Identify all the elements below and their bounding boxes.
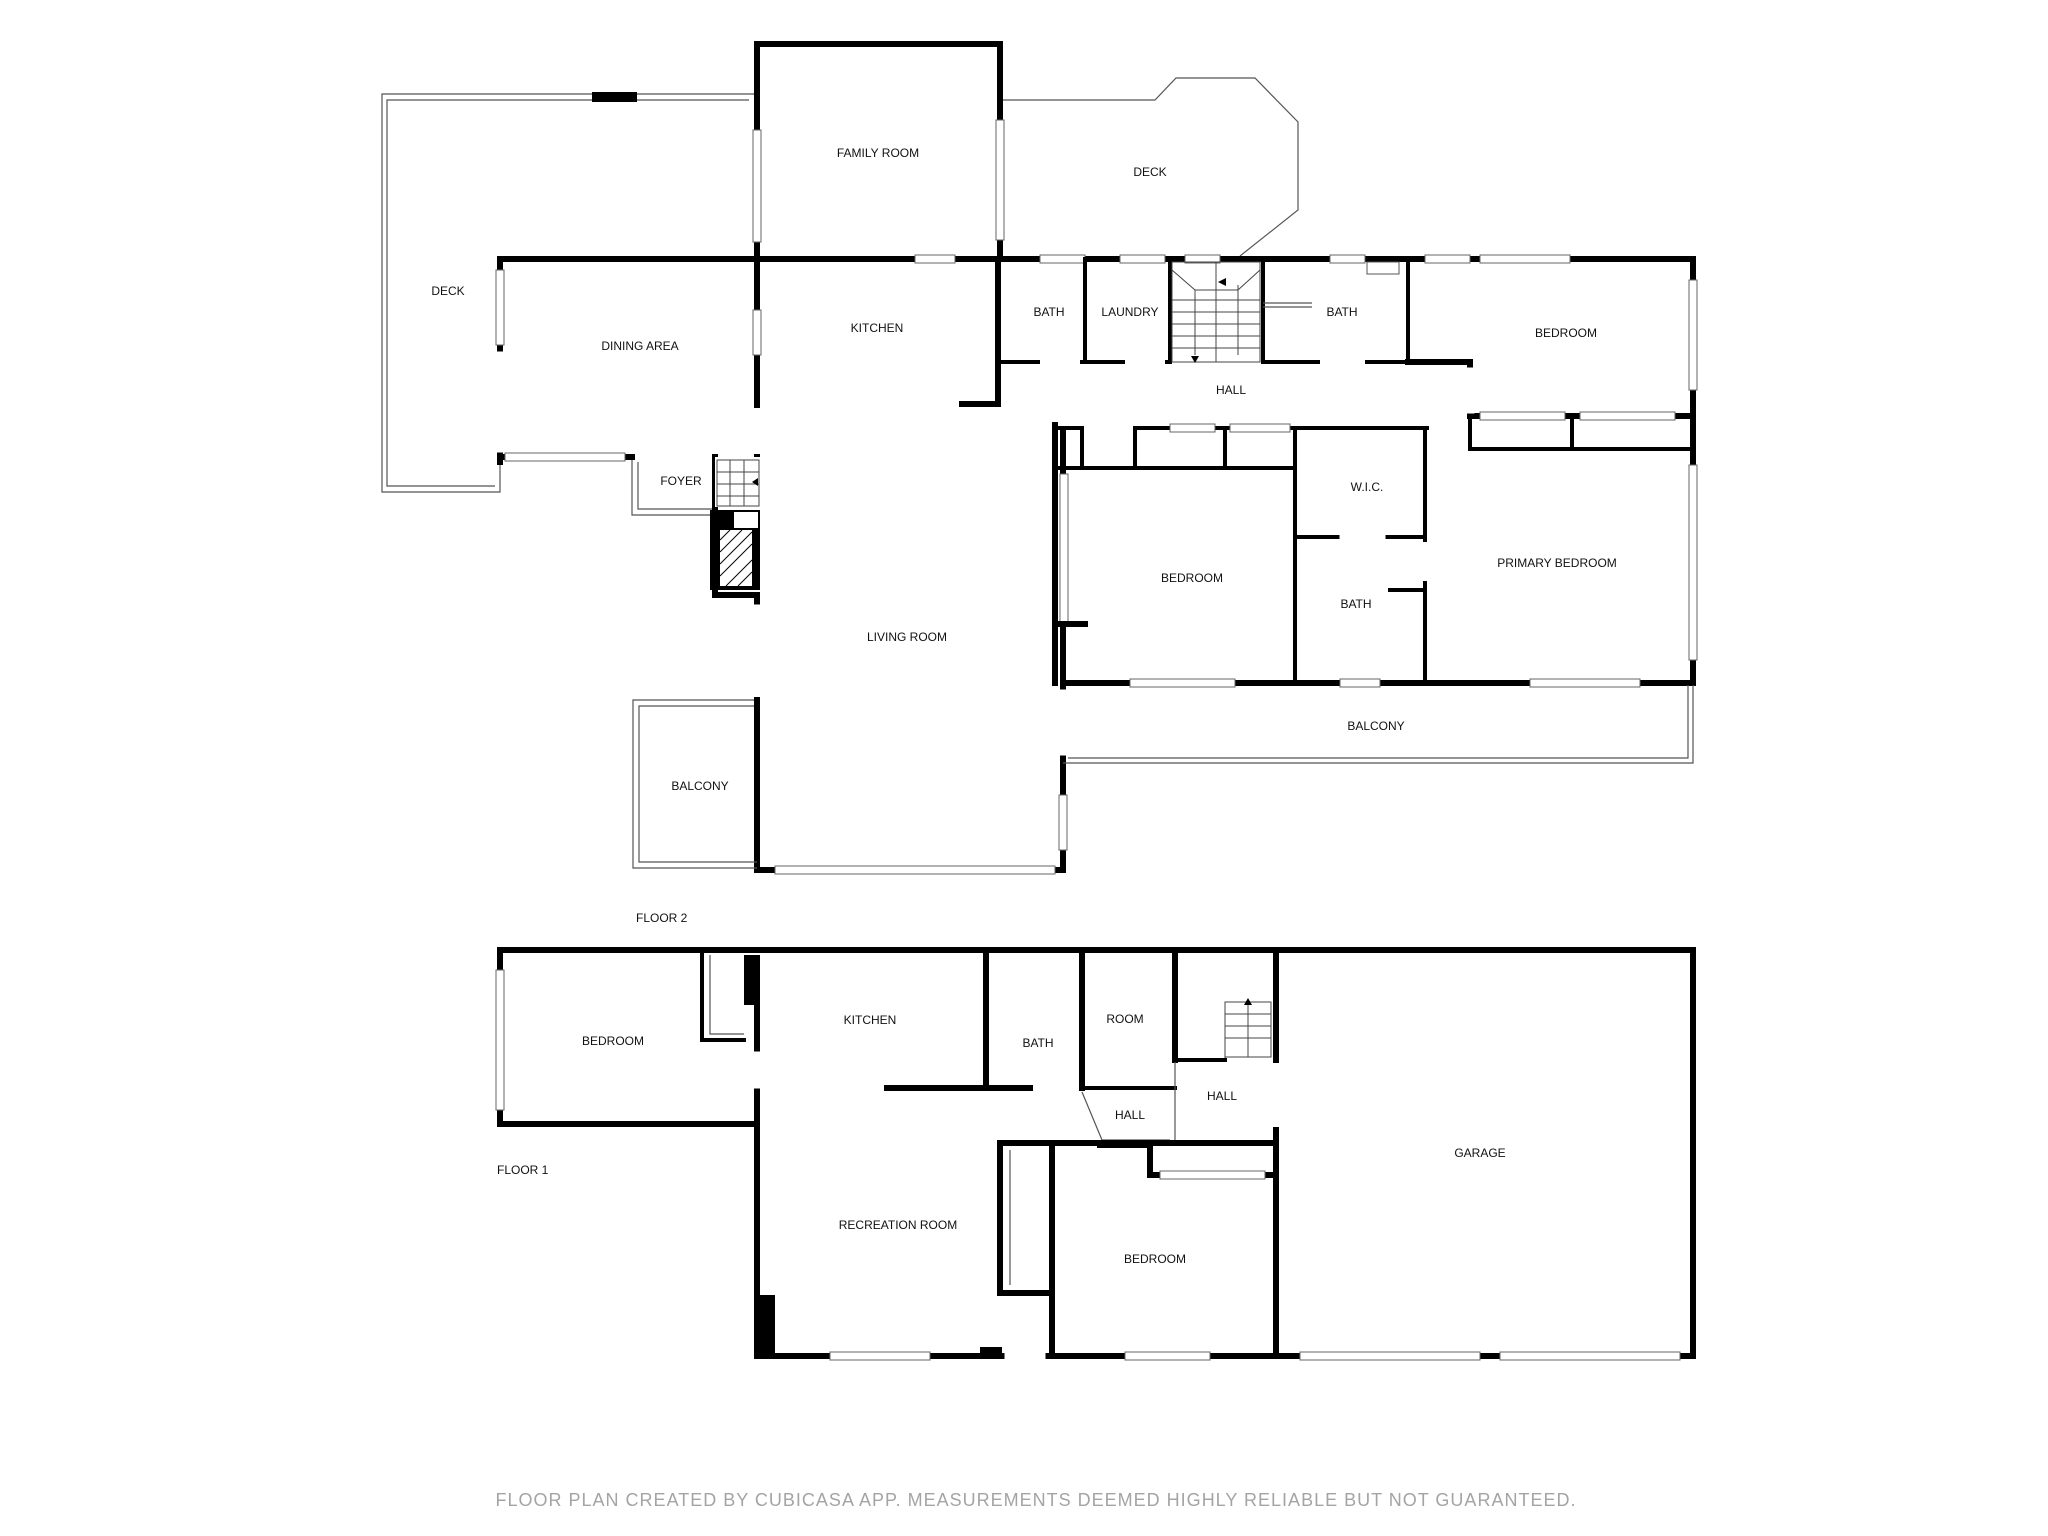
footer-disclaimer: FLOOR PLAN CREATED BY CUBICASA APP. MEAS… [496,1490,1577,1510]
stair-arrow-left [1218,278,1226,286]
room-label-bedroom-ne: BEDROOM [1535,326,1597,340]
room-label-living-room: LIVING ROOM [867,630,947,644]
room-label-bedroom-mid: BEDROOM [1161,571,1223,585]
stair-arrow-down [1191,356,1199,363]
room-label-hall-2: HALL [1207,1089,1237,1103]
room-label-bath-3: BATH [1340,597,1371,611]
room-label-hall-1: HALL [1115,1108,1145,1122]
room-label-balcony-east: BALCONY [1347,719,1404,733]
room-label-primary-bedroom: PRIMARY BEDROOM [1497,556,1617,570]
bedroom-ne-walls [1405,359,1696,451]
room-label-recreation-room: RECREATION ROOM [839,1218,957,1232]
room-labels: FAMILY ROOM DECK DECK DINING AREA KITCHE… [431,146,1616,1266]
primary-suite-walls [1293,426,1427,685]
floor-1-exterior-walls [495,947,1696,1361]
fireplace [710,510,760,590]
bedroom-mid-walls [1052,422,1429,686]
room-label-deck-north: DECK [1133,165,1166,179]
room-label-bath-f1: BATH [1022,1036,1053,1050]
foyer-walls [631,457,760,516]
floor-2-plan [381,41,1698,875]
balcony-west-outline [632,697,760,869]
room-label-bedroom-s: BEDROOM [1124,1252,1186,1266]
room-label-bath-1: BATH [1033,305,1064,319]
floor-1-plan [495,947,1696,1361]
room-label-room: ROOM [1106,1012,1143,1026]
garage-walls [1271,947,1281,1359]
stair-arrow-up [1244,998,1252,1005]
room-label-kitchen-f2: KITCHEN [851,321,904,335]
room-label-family-room: FAMILY ROOM [837,146,919,160]
kitchen-walls [752,256,1001,408]
room-label-hall: HALL [1216,383,1246,397]
bedroom-w-walls [700,951,762,1089]
service-rooms-walls [996,257,1472,366]
family-room-walls [752,41,1005,262]
room-label-deck-west: DECK [431,284,464,298]
bedroom-s-walls [997,1140,1279,1359]
floor-1-label: FLOOR 1 [497,1163,549,1177]
deck-west-outline [381,92,755,493]
deck-north-outline [1000,77,1299,257]
room-label-laundry: LAUNDRY [1101,305,1158,319]
floor-2-label: FLOOR 2 [636,911,688,925]
room-label-foyer: FOYER [660,474,702,488]
balcony-east-outline [1063,685,1694,764]
stairs-floor-1 [1224,1001,1272,1060]
stairs-floor-2 [1171,261,1261,363]
floor-2-windows [495,254,1698,875]
room-label-wic: W.I.C. [1351,480,1384,494]
room-label-garage: GARAGE [1454,1146,1505,1160]
room-label-dining-area: DINING AREA [601,339,678,353]
room-label-bath-2: BATH [1326,305,1357,319]
room-label-kitchen-f1: KITCHEN [844,1013,897,1027]
room-label-balcony-west: BALCONY [671,779,728,793]
room-label-bedroom-w: BEDROOM [582,1034,644,1048]
